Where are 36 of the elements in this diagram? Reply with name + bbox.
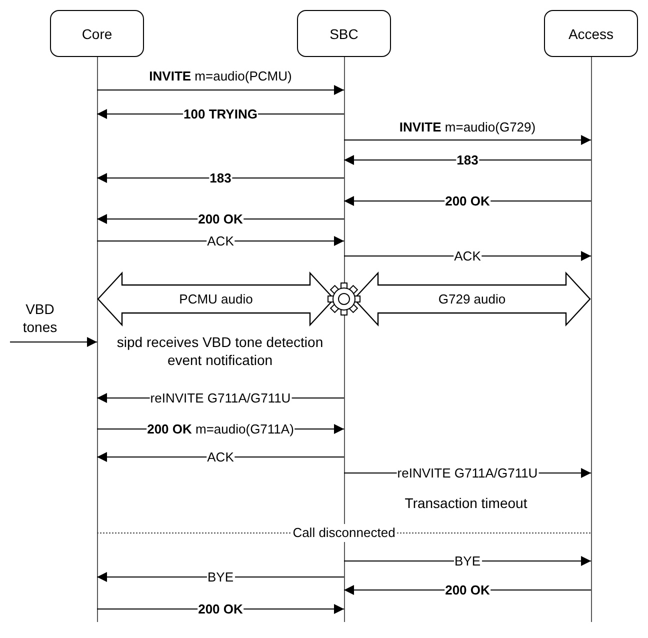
message-label: 200 OK bbox=[444, 582, 491, 598]
message-label: VBD tones bbox=[22, 300, 58, 336]
message-arrow bbox=[96, 572, 344, 582]
note-text: sipd receives VBD tone detection event notification bbox=[116, 333, 324, 369]
message-label: INVITE m=audio(G729) bbox=[398, 120, 537, 134]
message-label: 200 OK bbox=[197, 602, 244, 616]
message-label: PCMU audio bbox=[178, 292, 254, 306]
message-label: 200 OK m=audio(G711A) bbox=[146, 422, 295, 436]
note-text: Call disconnected bbox=[292, 524, 396, 542]
message-label: ACK bbox=[453, 248, 482, 264]
message-arrow bbox=[344, 556, 592, 566]
message-label: 200 OK bbox=[197, 212, 244, 226]
message-label: 100 TRYING bbox=[182, 106, 258, 122]
message-label: reINVITE G711A/G711U bbox=[396, 466, 539, 480]
note-text: Transaction timeout bbox=[404, 494, 528, 512]
message-arrow bbox=[10, 337, 98, 347]
message-label: INVITE m=audio(PCMU) bbox=[148, 68, 293, 84]
message-arrow bbox=[344, 155, 592, 165]
participant-box: Access bbox=[544, 10, 638, 57]
message-label: 200 OK bbox=[444, 194, 491, 208]
participant-box: Core bbox=[50, 10, 144, 57]
message-label: BYE bbox=[206, 570, 234, 584]
message-label: ACK bbox=[206, 234, 235, 248]
message-label: reINVITE G711A/G711U bbox=[149, 390, 292, 406]
message-arrow bbox=[344, 251, 592, 261]
message-arrow bbox=[344, 135, 592, 145]
message-label: ACK bbox=[206, 450, 235, 464]
message-arrow bbox=[96, 173, 344, 183]
message-arrow bbox=[96, 236, 344, 246]
message-arrow bbox=[96, 85, 344, 95]
message-label: G729 audio bbox=[437, 292, 507, 306]
message-label: BYE bbox=[454, 554, 482, 568]
participant-box: SBC bbox=[297, 10, 391, 57]
message-label: 183 bbox=[456, 152, 480, 168]
message-label: 183 bbox=[208, 170, 232, 186]
message-arrow bbox=[96, 452, 344, 462]
